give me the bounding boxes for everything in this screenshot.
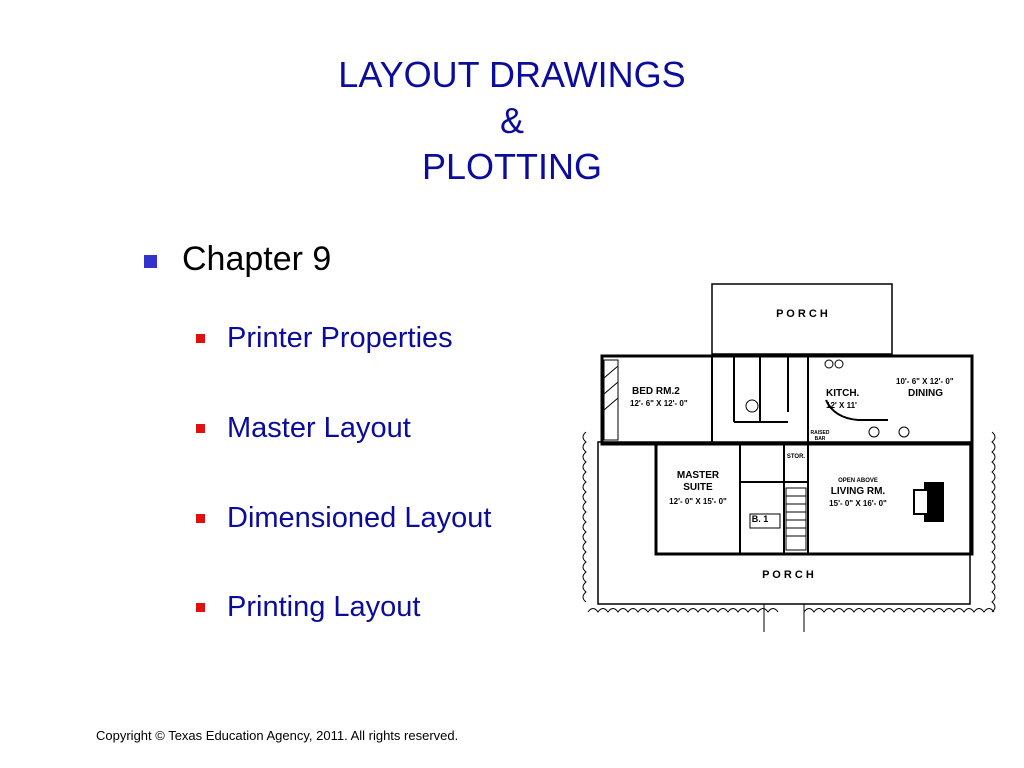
title-line-3: PLOTTING	[421, 146, 603, 187]
slide-title: LAYOUT DRAWINGS & PLOTTING	[0, 52, 1024, 190]
master-suite-label-1: MASTER	[677, 470, 720, 481]
living-note: OPEN ABOVE	[838, 478, 878, 484]
sub-bullet-text: Master Layout	[227, 412, 411, 444]
porch-bottom-label: P O R C H	[762, 569, 814, 581]
bath-label: B. 1	[752, 514, 769, 524]
square-bullet-icon	[144, 255, 157, 268]
sub-bullet-text: Printing Layout	[227, 591, 421, 623]
raised-bar-label-1: RAISED	[811, 430, 830, 436]
hedge-icon	[582, 431, 996, 613]
bed-rm-2-size: 12'- 6" X 12'- 0"	[630, 399, 688, 408]
floor-plan-image: P O R C H P O R C H	[574, 282, 1006, 644]
square-bullet-icon	[196, 514, 205, 523]
raised-bar-label-2: BAR	[815, 436, 826, 442]
stor-label: STOR.	[787, 454, 806, 460]
living-label: LIVING RM.	[831, 486, 886, 497]
sub-bullet-text: Printer Properties	[227, 322, 453, 354]
kitchen-size: 12' X 11'	[826, 401, 857, 410]
main-bullet-text: Chapter 9	[182, 240, 332, 278]
copyright-footer: Copyright © Texas Education Agency, 2011…	[96, 728, 459, 743]
square-bullet-icon	[196, 603, 205, 612]
dining-size: 10'- 6" X 12'- 0"	[896, 377, 954, 386]
master-suite-size: 12'- 0" X 15'- 0"	[669, 497, 727, 506]
dining-label: DINING	[908, 388, 943, 399]
sub-bullet-text: Dimensioned Layout	[227, 502, 492, 534]
title-line-2: &	[499, 100, 524, 141]
porch-top-label: P O R C H	[776, 308, 828, 320]
title-line-1: LAYOUT DRAWINGS	[338, 54, 686, 95]
kitchen-label: KITCH.	[826, 388, 860, 399]
bed-rm-2-label: BED RM.2	[632, 386, 680, 397]
master-suite-label-2: SUITE	[683, 482, 713, 493]
square-bullet-icon	[196, 334, 205, 343]
floor-plan-drawing: P O R C H P O R C H	[582, 283, 996, 632]
square-bullet-icon	[196, 424, 205, 433]
living-size: 15'- 0" X 16'- 0"	[829, 499, 887, 508]
